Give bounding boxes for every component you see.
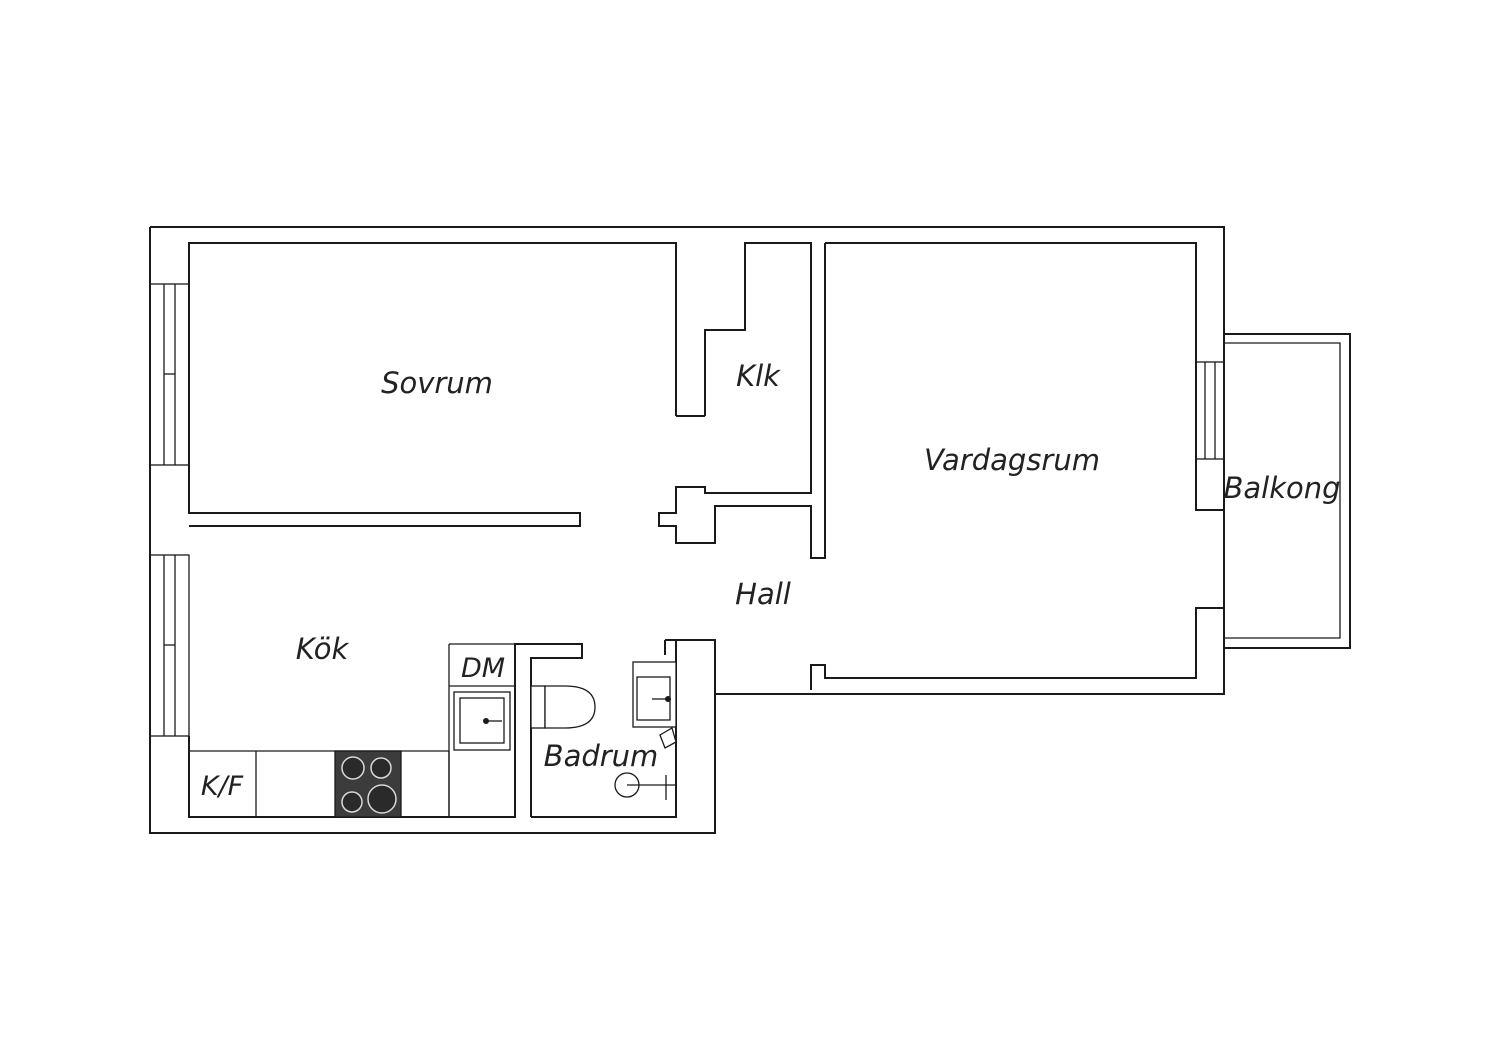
outer-walls: [149, 226, 1225, 834]
bathroom-sink: [632, 661, 677, 728]
bathroom: [531, 639, 729, 818]
stove-burner: [341, 756, 365, 780]
balcony: [1224, 333, 1351, 649]
kitchen-sink: [453, 691, 511, 751]
stove-burner: [341, 791, 363, 813]
label-vardagsrum: Vardagsrum: [924, 443, 1100, 477]
label-kok: Kök: [296, 632, 350, 666]
kitchen: [188, 643, 583, 818]
stove-burner: [367, 784, 397, 814]
label-badrum: Badrum: [544, 739, 659, 773]
toilet: [530, 685, 596, 729]
label-dm: DM: [461, 653, 505, 684]
label-sovrum: Sovrum: [381, 366, 493, 400]
shower: [614, 727, 677, 800]
stove: [334, 750, 402, 818]
bedroom: [188, 242, 705, 527]
window-living-room: [1195, 361, 1225, 460]
label-hall: Hall: [735, 577, 791, 611]
closet: [658, 242, 826, 559]
label-klk: Klk: [736, 359, 781, 393]
stove-burner: [370, 757, 392, 779]
label-balkong: Balkong: [1223, 471, 1340, 505]
window-kitchen: [149, 554, 190, 737]
window-bedroom: [149, 283, 190, 466]
label-kf: K/F: [201, 771, 244, 802]
